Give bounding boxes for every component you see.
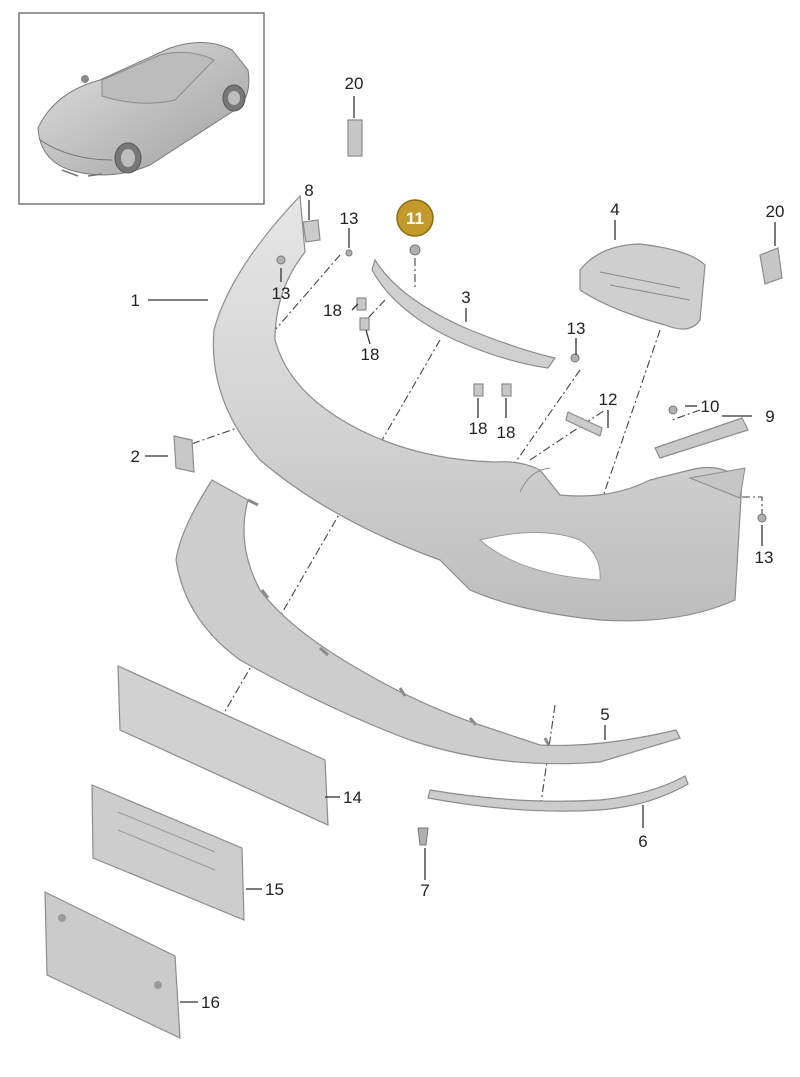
- highlight-badge-11[interactable]: [396, 199, 434, 237]
- bracket-12: [565, 411, 603, 437]
- label-part-13-right[interactable]: 13: [755, 548, 774, 567]
- label-part-1[interactable]: 1: [131, 291, 140, 310]
- label-part-20-top[interactable]: 20: [345, 74, 364, 93]
- part-labels: 1 2 3 4 5 6 7 8 9 10 11 12 13 13 13 13 1…: [131, 74, 785, 1012]
- label-part-14[interactable]: 14: [343, 788, 362, 807]
- leader-lines: [145, 96, 776, 1003]
- label-part-20-right[interactable]: 20: [766, 202, 785, 221]
- vehicle-thumbnail: [18, 12, 265, 205]
- plate-carrier: [117, 665, 329, 826]
- label-part-4[interactable]: 4: [610, 200, 619, 219]
- label-part-12[interactable]: 12: [599, 390, 618, 409]
- air-duct: [579, 243, 706, 330]
- label-part-18-c[interactable]: 18: [469, 419, 488, 438]
- bracket-9: [654, 417, 749, 459]
- car-illustration: [37, 41, 250, 177]
- label-part-18-d[interactable]: 18: [497, 423, 516, 442]
- label-part-10[interactable]: 10: [701, 397, 720, 416]
- label-part-11[interactable]: 11: [406, 209, 424, 228]
- label-part-18-a[interactable]: 18: [323, 301, 342, 320]
- label-part-16[interactable]: 16: [201, 993, 220, 1012]
- plate-frame: [91, 784, 245, 921]
- label-part-13-left[interactable]: 13: [272, 284, 291, 303]
- bracket-8: [302, 219, 321, 243]
- label-part-6[interactable]: 6: [638, 832, 647, 851]
- label-part-9[interactable]: 9: [765, 407, 774, 426]
- clip-20-top: [347, 119, 363, 157]
- label-part-18-b[interactable]: 18: [361, 345, 380, 364]
- lower-trim-strip: [427, 775, 689, 812]
- upper-trim-strip: [371, 258, 557, 369]
- label-part-2[interactable]: 2: [131, 447, 140, 466]
- label-part-13-mid[interactable]: 13: [567, 319, 586, 338]
- label-part-3[interactable]: 3: [461, 288, 470, 307]
- clip-18: [356, 297, 512, 397]
- plate-bracket: [44, 891, 181, 1039]
- side-grille: [173, 435, 195, 473]
- label-part-5[interactable]: 5: [600, 705, 609, 724]
- label-part-15[interactable]: 15: [265, 880, 284, 899]
- label-part-13-top[interactable]: 13: [340, 209, 359, 228]
- label-part-8[interactable]: 8: [304, 181, 313, 200]
- fasteners: [276, 244, 767, 846]
- lower-spoiler: [175, 479, 681, 765]
- clip-20-right: [759, 247, 783, 285]
- bumper-cover: [212, 194, 746, 622]
- label-part-7[interactable]: 7: [420, 881, 429, 900]
